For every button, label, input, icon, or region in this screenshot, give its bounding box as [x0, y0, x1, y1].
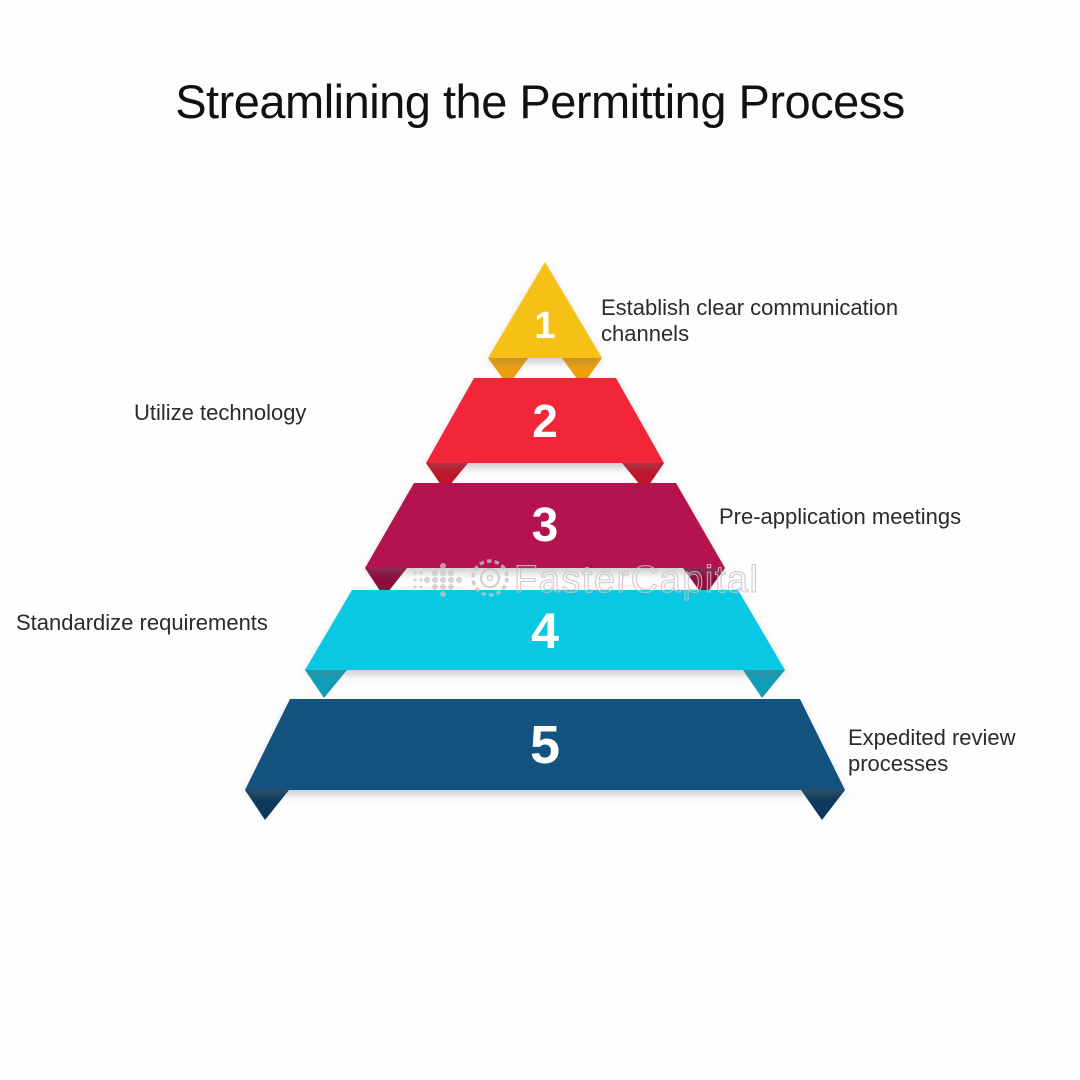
tier1-right-fold: [562, 358, 602, 386]
tier4-number: 4: [531, 603, 559, 659]
tier3-number: 3: [532, 499, 559, 552]
tier5-number: 5: [530, 715, 560, 775]
tier2-band: [426, 378, 664, 463]
label-step-5: Expedited review processes: [848, 725, 1016, 776]
pyramid-tier-1: 1: [488, 262, 602, 386]
page-title: Streamlining the Permitting Process: [175, 75, 905, 128]
tier5-right-fold: [801, 790, 845, 820]
label-step-4: Standardize requirements: [16, 610, 268, 635]
watermark: FasterCapital: [413, 558, 759, 602]
pyramid-tier-3: 3: [365, 483, 725, 597]
dots-pattern-icon: [413, 563, 462, 597]
tier1-number: 1: [534, 305, 555, 347]
label-step-1: Establish clear communication channels: [601, 295, 899, 346]
tier2-number: 2: [532, 395, 558, 447]
tier3-left-fold: [365, 568, 407, 597]
tier5-band: [245, 699, 845, 790]
pyramid-tier-4: 4: [305, 590, 785, 698]
tier2-right-fold: [622, 463, 664, 491]
tier4-band: [305, 590, 785, 670]
tier3-band: [365, 483, 725, 568]
pyramid-tier-2: 2: [426, 378, 664, 491]
label-step-3: Pre-application meetings: [719, 504, 962, 529]
label-step-2: Utilize technology: [134, 400, 307, 425]
gear-icon: [471, 559, 509, 597]
tier4-left-fold: [305, 670, 347, 698]
tier3-right-fold: [683, 568, 725, 597]
tier5-left-fold: [245, 790, 289, 820]
tier4-right-fold: [743, 670, 785, 698]
pyramid-tier-5: 5: [245, 699, 845, 820]
watermark-text: FasterCapital: [514, 559, 759, 601]
tier1-band: [488, 262, 602, 358]
tier1-left-fold: [488, 358, 528, 386]
tier2-left-fold: [426, 463, 468, 491]
